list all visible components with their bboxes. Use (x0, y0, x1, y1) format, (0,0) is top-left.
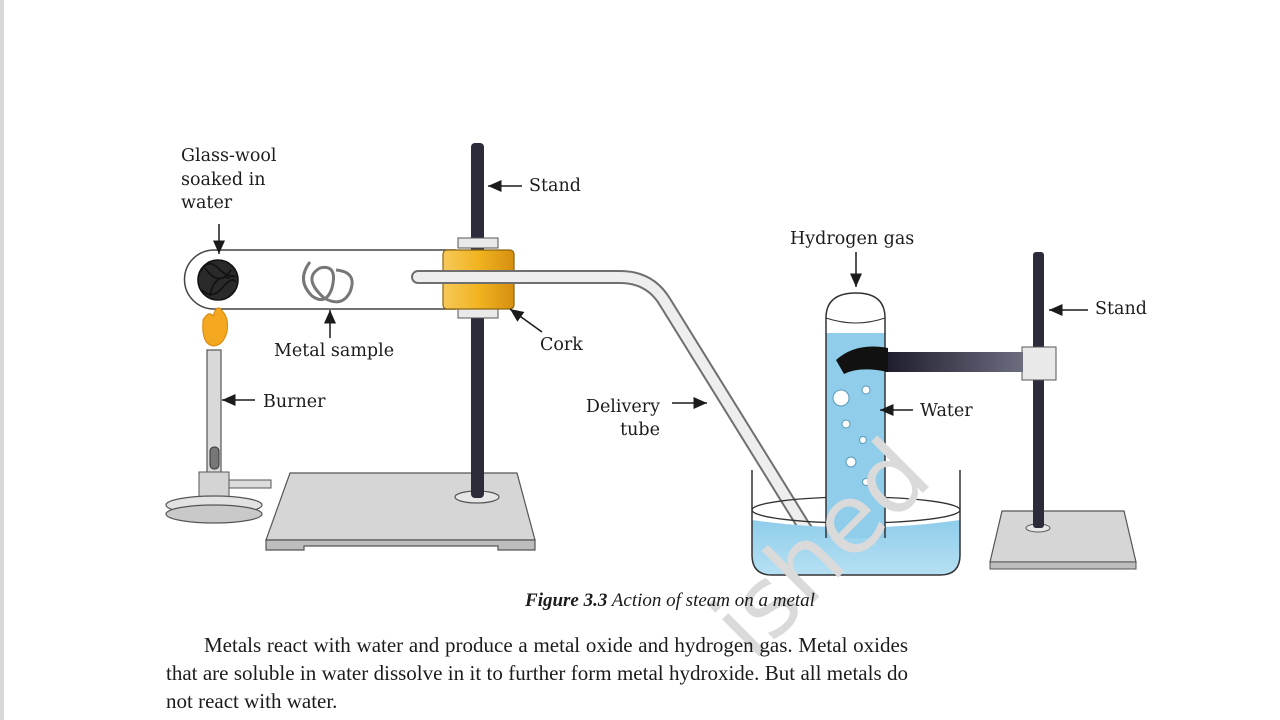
figure-number: Figure 3.3 (525, 590, 608, 611)
right-clamp-boss (1021, 346, 1057, 381)
stand-right-label: Stand (1095, 299, 1147, 319)
glass-wool-label-line3: water (181, 193, 233, 213)
stand-left-label: Stand (529, 176, 581, 196)
gas-bubbles (832, 385, 871, 486)
boiling-tube (183, 249, 456, 310)
flame (202, 307, 228, 347)
gas-jar (825, 292, 886, 538)
page-edge (0, 0, 4, 720)
figure-caption-text: Action of steam on a metal (611, 590, 815, 611)
delivery-tube-label-line2: tube (620, 420, 660, 440)
cork-label: Cork (540, 335, 583, 355)
glass-wool-label-line1: Glass-wool (181, 146, 277, 166)
glass-wool (197, 259, 239, 301)
left-stand-rod (471, 143, 484, 498)
metal-sample-label: Metal sample (274, 341, 394, 361)
figure-caption: Figure 3.3 Action of steam on a metal (420, 590, 920, 612)
trough (751, 470, 961, 576)
left-stand-base (265, 472, 536, 551)
burner (165, 307, 272, 524)
glass-wool-label-line2: soaked in (181, 170, 266, 190)
burner-label: Burner (263, 392, 326, 412)
clamp-jaw (836, 346, 888, 374)
metal-sample (302, 261, 354, 304)
hydrogen-gas-label: Hydrogen gas (790, 229, 914, 249)
left-clamp-top (457, 237, 499, 249)
right-stand-base (989, 510, 1137, 570)
right-stand-rod (1033, 252, 1044, 528)
label-arrows (213, 180, 1088, 416)
clamp-arm (885, 352, 1023, 372)
body-paragraph: Metals react with water and produce a me… (166, 633, 908, 713)
water-label: Water (920, 401, 973, 421)
delivery-tube-label-line1: Delivery (586, 397, 660, 417)
